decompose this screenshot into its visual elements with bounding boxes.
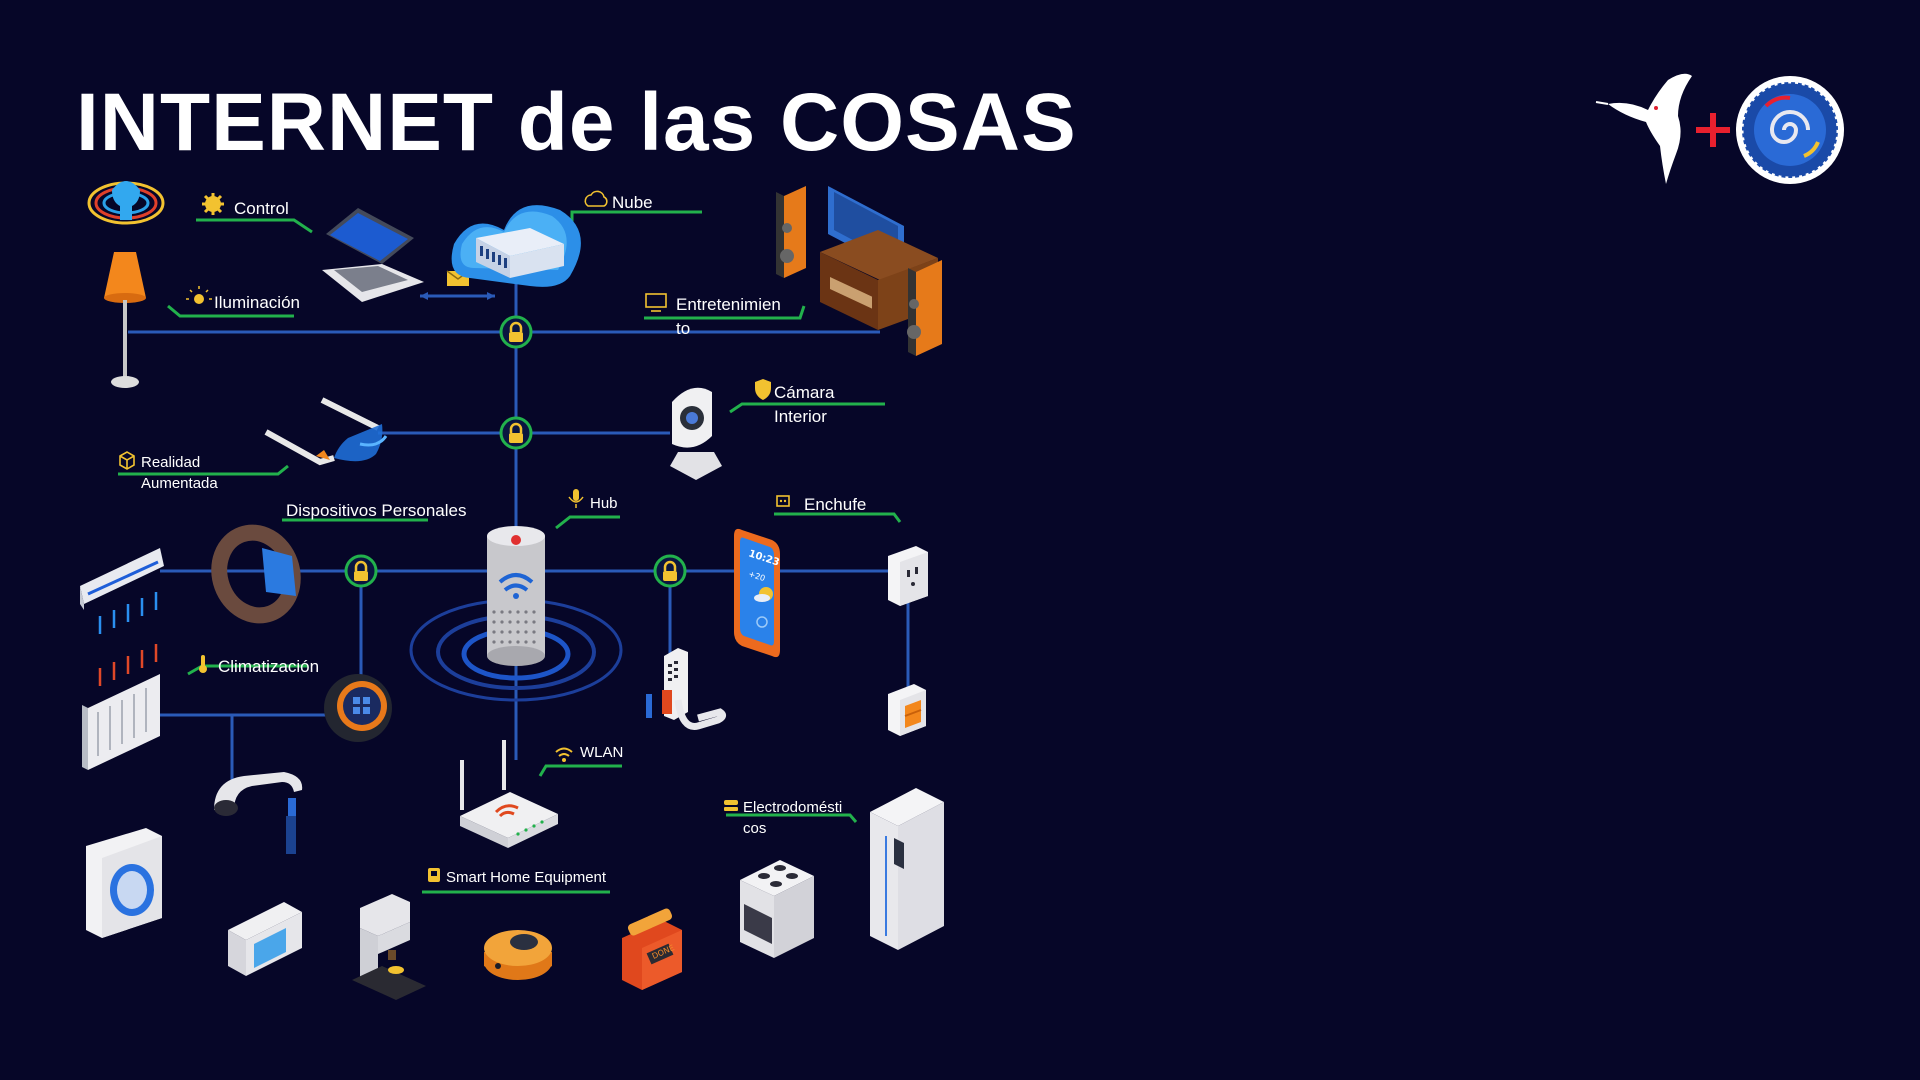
label-underlines — [118, 210, 902, 894]
smart-lock — [646, 648, 727, 730]
thermostat — [324, 674, 392, 742]
coffee-machine — [352, 894, 426, 1000]
coffee-icon — [428, 868, 440, 882]
smart-faucet — [214, 772, 303, 854]
heater — [82, 644, 160, 770]
floor-lamp — [104, 252, 146, 388]
smart-bulb — [87, 181, 165, 225]
label-enchufe: Enchufe — [804, 495, 867, 514]
label-camara-1: Cámara — [774, 383, 835, 402]
bulb-icon — [186, 286, 212, 304]
wifi-icon — [555, 747, 573, 762]
label-control: Control — [234, 199, 289, 218]
label-camara-2: Interior — [774, 407, 827, 426]
label-iluminacion: Iluminación — [214, 293, 300, 312]
ar-glasses — [264, 397, 388, 466]
wifi-router — [460, 740, 558, 848]
label-smart-home: Smart Home Equipment — [446, 869, 607, 886]
light-switch — [888, 684, 926, 736]
label-entretenimiento-2: to — [676, 319, 691, 338]
refrigerator — [870, 788, 944, 950]
smartphone: 10:23 +20 — [734, 528, 781, 658]
microphone-icon — [568, 489, 584, 508]
label-nube: Nube — [612, 193, 653, 212]
page-title: INTERNET de las COSAS — [76, 77, 1077, 168]
cube-icon — [119, 451, 135, 470]
label-wlan: WLAN — [580, 744, 624, 761]
lock-node — [344, 554, 378, 588]
thermometer-icon — [199, 655, 207, 673]
hummingbird-logo — [1595, 73, 1730, 184]
toaster: DONE — [622, 908, 682, 990]
microwave — [228, 902, 302, 976]
university-seal-logo — [1736, 76, 1844, 184]
cloud-server — [451, 205, 581, 287]
cloud-icon — [584, 190, 608, 207]
entertainment-system — [776, 186, 942, 356]
smart-band — [211, 524, 301, 624]
shield-icon — [755, 379, 771, 400]
label-hub: Hub — [590, 495, 618, 512]
label-electro-1: Electrodomésti — [743, 799, 843, 816]
smart-speaker-hub — [409, 526, 623, 702]
lock-node — [499, 315, 533, 349]
robot-vacuum — [484, 930, 552, 980]
label-climatizacion: Climatización — [218, 657, 320, 676]
laptop — [322, 208, 424, 302]
monitor-icon — [645, 293, 667, 312]
label-entretenimiento-1: Entretenimien — [676, 295, 781, 314]
stove — [740, 860, 814, 958]
label-realidad-2: Aumentada — [141, 475, 218, 492]
appliance-icon — [724, 800, 738, 811]
gear-icon — [202, 193, 224, 215]
label-dispositivos: Dispositivos Personales — [286, 501, 467, 520]
air-conditioner — [80, 548, 164, 634]
washing-machine — [86, 828, 162, 938]
lock-node — [499, 416, 533, 450]
label-realidad-1: Realidad — [141, 454, 201, 471]
socket-icon — [776, 495, 790, 507]
wall-outlet — [888, 546, 928, 606]
indoor-camera — [670, 387, 722, 480]
lock-node — [653, 554, 687, 588]
label-electro-2: cos — [743, 820, 767, 837]
